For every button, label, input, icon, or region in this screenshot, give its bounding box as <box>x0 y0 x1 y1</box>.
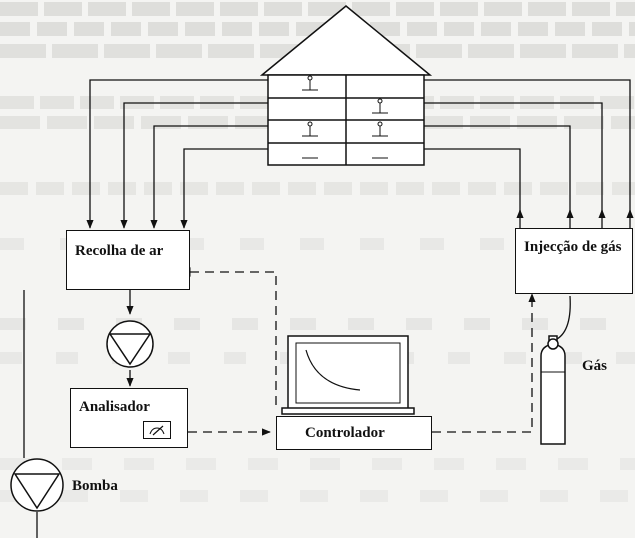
sample-flow <box>23 290 134 538</box>
recolha-box: Recolha de ar <box>66 230 190 290</box>
gas-cylinder <box>540 295 571 445</box>
bomba-pump-icon <box>10 458 64 512</box>
pump-icon <box>106 320 154 368</box>
sensor-icon <box>302 75 388 159</box>
background-text-line <box>0 490 635 502</box>
background-text-line <box>0 182 635 195</box>
recolha-label: Recolha de ar <box>75 243 164 259</box>
analisador-label: Analisador <box>79 399 150 415</box>
controlador-label: Controlador <box>305 425 385 441</box>
analisador-box: Analisador <box>70 388 188 448</box>
injection-lines <box>424 79 634 228</box>
background-text-line <box>0 458 635 470</box>
bomba-label: Bomba <box>72 478 118 494</box>
computer-monitor <box>281 335 415 415</box>
control-lines <box>188 271 536 436</box>
background-text-line <box>0 318 635 330</box>
injeccao-box: Injecção de gás <box>515 228 633 294</box>
gas-label: Gás <box>582 358 608 374</box>
background-text-line <box>0 2 635 16</box>
sampling-lines <box>86 79 268 229</box>
house <box>259 5 433 166</box>
gauge-icon <box>143 421 171 439</box>
injeccao-label: Injecção de gás <box>524 239 622 255</box>
controlador-box: Controlador <box>276 416 432 450</box>
